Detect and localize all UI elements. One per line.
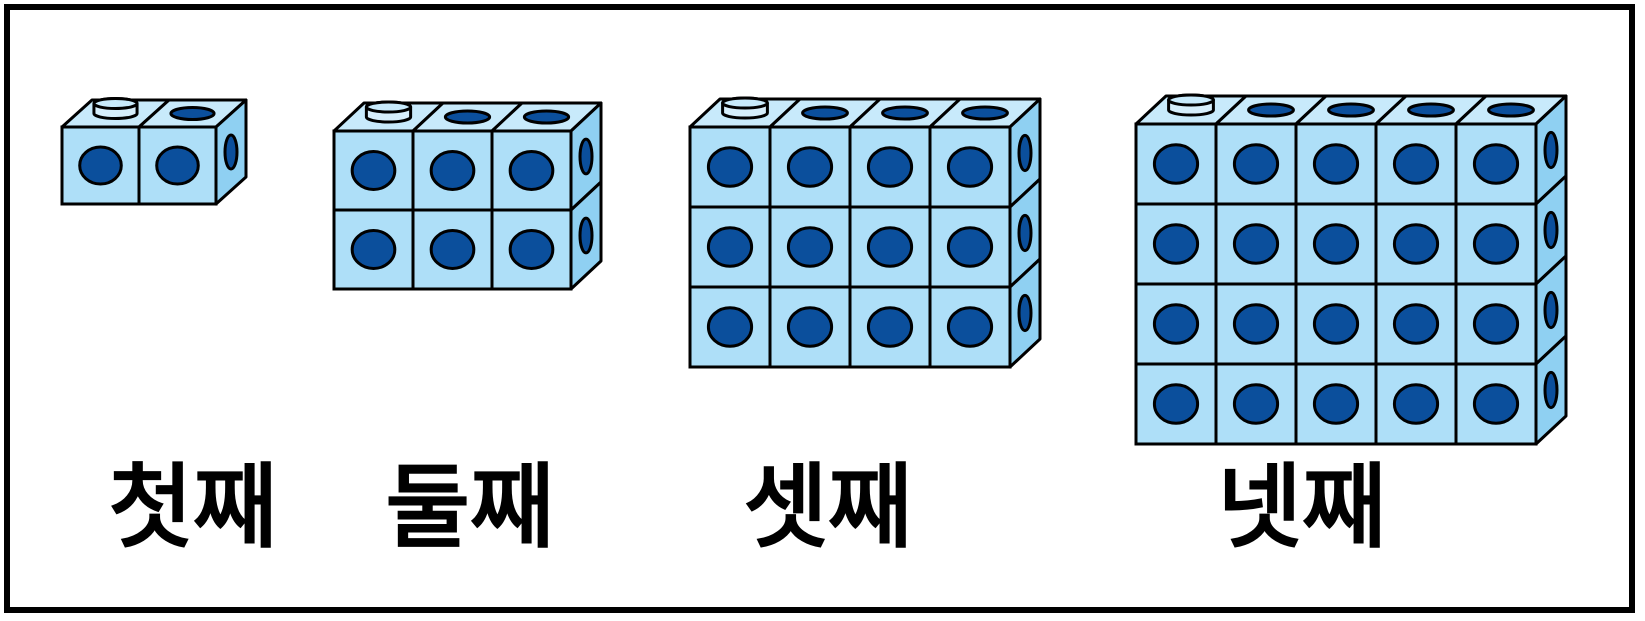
cube-hole bbox=[350, 229, 397, 270]
cube-peg-top bbox=[721, 96, 769, 110]
stage-label-first: 첫째 bbox=[108, 454, 278, 561]
cube-hole bbox=[1392, 223, 1440, 265]
cube-top-hole bbox=[961, 105, 1009, 121]
cube-hole bbox=[1472, 303, 1520, 345]
cube-side-hole bbox=[1543, 130, 1559, 170]
cube-hole bbox=[1472, 143, 1520, 185]
cube-hole bbox=[350, 150, 397, 191]
cube-hole bbox=[946, 226, 994, 268]
cube-hole bbox=[786, 146, 834, 188]
cube-hole bbox=[1232, 383, 1280, 425]
cube-hole bbox=[866, 226, 914, 268]
cube-hole bbox=[1392, 303, 1440, 345]
stage-label-third: 셋째 bbox=[743, 454, 913, 561]
cube-hole bbox=[866, 146, 914, 188]
stage-label-second: 둘째 bbox=[385, 454, 555, 561]
cube-hole bbox=[1152, 143, 1200, 185]
cube-peg-top bbox=[1167, 93, 1215, 107]
cube-side-hole bbox=[1543, 210, 1559, 250]
cube-top-hole bbox=[1407, 102, 1455, 118]
cube-top-hole bbox=[881, 105, 929, 121]
cube-hole bbox=[946, 146, 994, 188]
cube-hole bbox=[786, 226, 834, 268]
cube-hole bbox=[78, 145, 123, 186]
cube-group-fourth bbox=[1134, 93, 1568, 446]
stage-label-fourth: 넷째 bbox=[1217, 454, 1387, 561]
cube-side-hole bbox=[1543, 370, 1559, 410]
cube-side-hole bbox=[1543, 290, 1559, 330]
cube-side-hole bbox=[578, 137, 594, 176]
cube-hole bbox=[1312, 383, 1360, 425]
cube-hole bbox=[1392, 143, 1440, 185]
cube-top-hole bbox=[522, 109, 571, 125]
cube-group-second bbox=[332, 100, 603, 291]
cube-hole bbox=[1312, 143, 1360, 185]
cube-front-face bbox=[928, 285, 1012, 369]
cube-hole bbox=[429, 150, 476, 191]
cube-hole bbox=[1312, 223, 1360, 265]
cube-side-hole bbox=[1017, 133, 1033, 173]
cube-hole bbox=[1472, 223, 1520, 265]
cube-hole bbox=[1392, 383, 1440, 425]
cube-top-hole bbox=[169, 106, 216, 121]
cube-hole bbox=[1312, 303, 1360, 345]
cube-top-hole bbox=[443, 109, 492, 125]
cube-hole bbox=[946, 306, 994, 348]
cube-hole bbox=[706, 146, 754, 188]
cube-hole bbox=[508, 229, 555, 270]
cube-hole bbox=[1152, 303, 1200, 345]
cube-side-hole bbox=[1017, 293, 1033, 333]
cube-top-hole bbox=[801, 105, 849, 121]
cube-hole bbox=[1472, 383, 1520, 425]
cube-hole bbox=[866, 306, 914, 348]
cube-hole bbox=[508, 150, 555, 191]
cube-top-hole bbox=[1487, 102, 1535, 118]
cube-hole bbox=[706, 226, 754, 268]
cube-peg-top bbox=[92, 97, 139, 110]
cube-group-first bbox=[60, 97, 248, 206]
figure-border bbox=[4, 4, 1635, 613]
cube-front-face bbox=[928, 205, 1012, 289]
cube-top-hole bbox=[1327, 102, 1375, 118]
cube-hole bbox=[1152, 383, 1200, 425]
cube-group-third bbox=[688, 96, 1042, 369]
cube-top-hole bbox=[1247, 102, 1295, 118]
cube-hole bbox=[1232, 143, 1280, 185]
cube-hole bbox=[1232, 303, 1280, 345]
cube-side-hole bbox=[223, 133, 239, 171]
cube-side-hole bbox=[578, 216, 594, 255]
cube-peg-top bbox=[364, 100, 413, 114]
cube-hole bbox=[786, 306, 834, 348]
cube-hole bbox=[429, 229, 476, 270]
cube-hole bbox=[706, 306, 754, 348]
cube-hole bbox=[1232, 223, 1280, 265]
cube-side-hole bbox=[1017, 213, 1033, 253]
cube-hole bbox=[1152, 223, 1200, 265]
cube-hole bbox=[155, 145, 200, 186]
